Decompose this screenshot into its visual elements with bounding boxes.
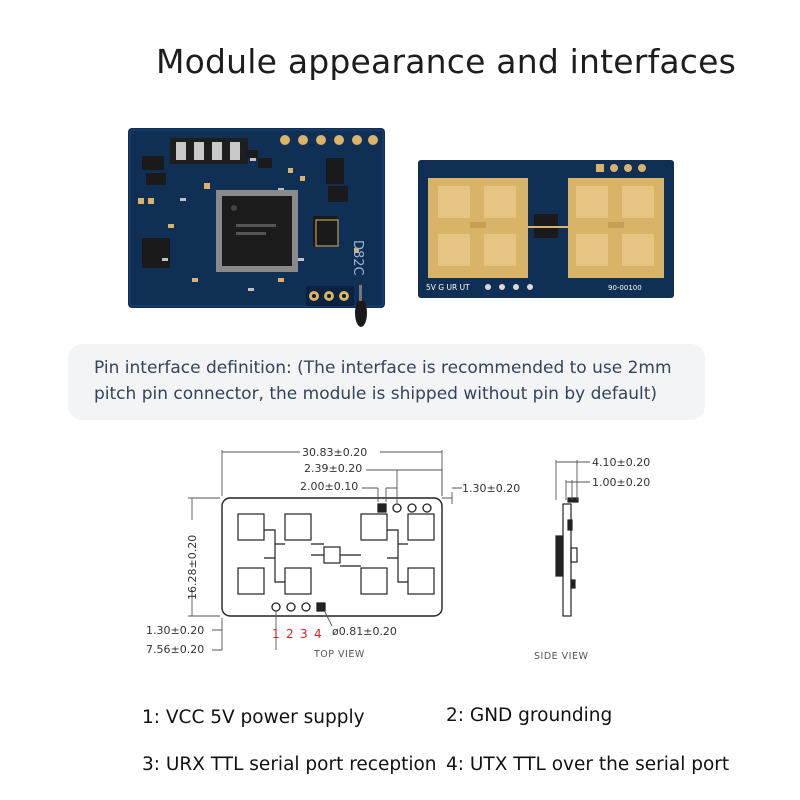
bottom-vias (485, 284, 533, 290)
board-outline-top-view (221, 497, 443, 617)
dim-height: 16.28±0.20 (186, 535, 199, 600)
pin-header (170, 138, 248, 164)
antenna-array-left (428, 178, 528, 278)
pin-number-3: 3 (300, 627, 308, 641)
dim-130-bottom: 1.30±0.20 (146, 624, 204, 637)
board-marking: D82C (350, 240, 365, 276)
bottom-connector (306, 286, 354, 306)
sensor-chip (315, 219, 339, 247)
dim-side-100: 1.00±0.20 (592, 476, 650, 489)
note-line-1: Pin interface definition: (The interface… (94, 358, 672, 378)
gold-pads-top (280, 135, 378, 145)
side-view-label: SIDE VIEW (534, 651, 588, 662)
note-line-2: pitch pin connector, the module is shipp… (94, 384, 658, 404)
top-pins (377, 503, 432, 513)
top-view-label: TOP VIEW (313, 649, 365, 660)
page-title: Module appearance and interfaces (155, 42, 737, 81)
pin-1-description: 1: VCC 5V power supply (142, 707, 365, 728)
mcu-chip (216, 190, 298, 272)
bottom-pins (271, 602, 326, 612)
dim-side-410: 4.10±0.20 (592, 456, 650, 469)
passive-components (162, 158, 304, 291)
antenna-patches (237, 513, 435, 595)
dim-hole: ø0.81±0.20 (332, 625, 397, 638)
dim-200: 2.00±0.10 (300, 480, 358, 493)
board-code: 90-00100 (608, 284, 642, 292)
pin-3-description: 3: URX TTL serial port reception (142, 754, 437, 775)
dimension-drawing: 30.83±0.20 2.39±0.20 2.00±0.10 1.30±0.20… (146, 446, 650, 662)
dim-width: 30.83±0.20 (302, 446, 367, 459)
module-photo-back: 5V G UR UT 90-00100 (418, 160, 674, 298)
top-pads (596, 164, 646, 172)
dim-130-top: 1.30±0.20 (462, 482, 520, 495)
component-wire (355, 285, 367, 327)
pin-2-description: 2: GND grounding (446, 705, 613, 726)
dim-756: 7.56±0.20 (146, 643, 204, 656)
pin-4-description: 4: UTX TTL over the serial port (446, 754, 730, 775)
pin-number-2: 2 (286, 627, 294, 641)
pin-interface-note: Pin interface definition: (The interface… (68, 344, 705, 420)
module-photo-front: D82C (128, 128, 385, 308)
pin-silkscreen: 5V G UR UT (426, 283, 470, 292)
antenna-array-right (568, 178, 664, 278)
dim-239: 2.39±0.20 (304, 462, 362, 475)
pin-number-1: 1 (272, 627, 280, 641)
pin-number-4: 4 (314, 627, 322, 641)
side-view-outline (555, 497, 579, 617)
